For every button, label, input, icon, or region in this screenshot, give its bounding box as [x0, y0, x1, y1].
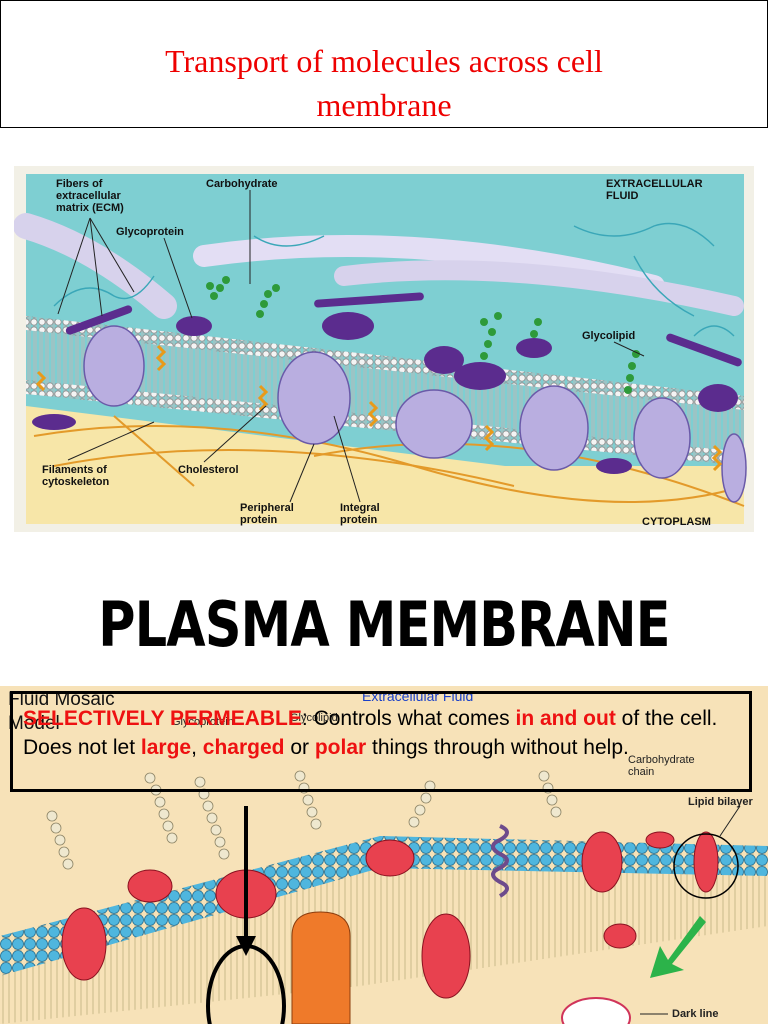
selective-permeability-note: SELECTIVELY PERMEABLE: Controls what com… — [10, 691, 752, 792]
label-cytoplasm: CYTOPLASM — [642, 516, 711, 528]
membrane-diagram-top: Fibers of extracellular matrix (ECM) Car… — [14, 166, 754, 532]
fluid-mosaic-title: Fluid Mosaic Model — [8, 689, 115, 734]
label-carbohydrate: Carbohydrate — [206, 178, 278, 190]
fluid-mosaic-diagram: Fluid Mosaic Model Extracellular Fluid G… — [0, 686, 768, 1024]
note-large: large — [140, 736, 192, 759]
slide-title: Transport of molecules across cell membr… — [1, 39, 767, 127]
label-lipid-bilayer: Lipid bilayer — [688, 796, 753, 808]
slide-title-line2: membrane — [316, 87, 452, 123]
label-extracellular-fluid: EXTRACELLULAR FLUID — [606, 178, 703, 202]
note-in-out: in and out — [515, 707, 616, 730]
plasma-membrane-heading: PLASMA MEMBRANE — [98, 588, 670, 661]
label-glycoprotein: Glycoprotein — [116, 226, 184, 238]
label-cholesterol: Cholesterol — [178, 464, 239, 476]
note-polar: polar — [314, 736, 367, 759]
label-carbohydrate-chain: Carbohydrate chain — [628, 754, 695, 778]
label-integral-protein: Integral protein — [340, 502, 380, 526]
membrane-diagram-top-art — [14, 174, 747, 524]
note-part1: : Controls what comes — [301, 707, 516, 730]
label-ecm-fibers: Fibers of extracellular matrix (ECM) — [56, 178, 124, 214]
label-peripheral-protein: Peripheral protein — [240, 502, 294, 526]
label-glycolipid: Glycolipid — [582, 330, 636, 342]
slide-title-line1: Transport of molecules across cell — [165, 43, 603, 79]
note-or: or — [284, 736, 315, 759]
note-charged: charged — [202, 736, 285, 759]
note-text: SELECTIVELY PERMEABLE: Controls what com… — [23, 704, 745, 762]
label-glycoprotein-2: Glycoprotein — [172, 716, 234, 728]
title-box: Transport of molecules across cell membr… — [0, 0, 768, 128]
fluid-mosaic-diagram-art — [0, 770, 768, 1024]
label-glycolipid-2: Glycolipid — [290, 712, 338, 724]
note-term: SELECTIVELY PERMEABLE — [23, 707, 302, 730]
note-comma: , — [191, 736, 203, 759]
note-part2: of the cell. Does not let — [23, 707, 718, 759]
note-part3: things through without help. — [366, 736, 629, 759]
label-dark-line: Dark line — [672, 1008, 719, 1020]
label-filaments: Filaments of cytoskeleton — [42, 464, 110, 488]
